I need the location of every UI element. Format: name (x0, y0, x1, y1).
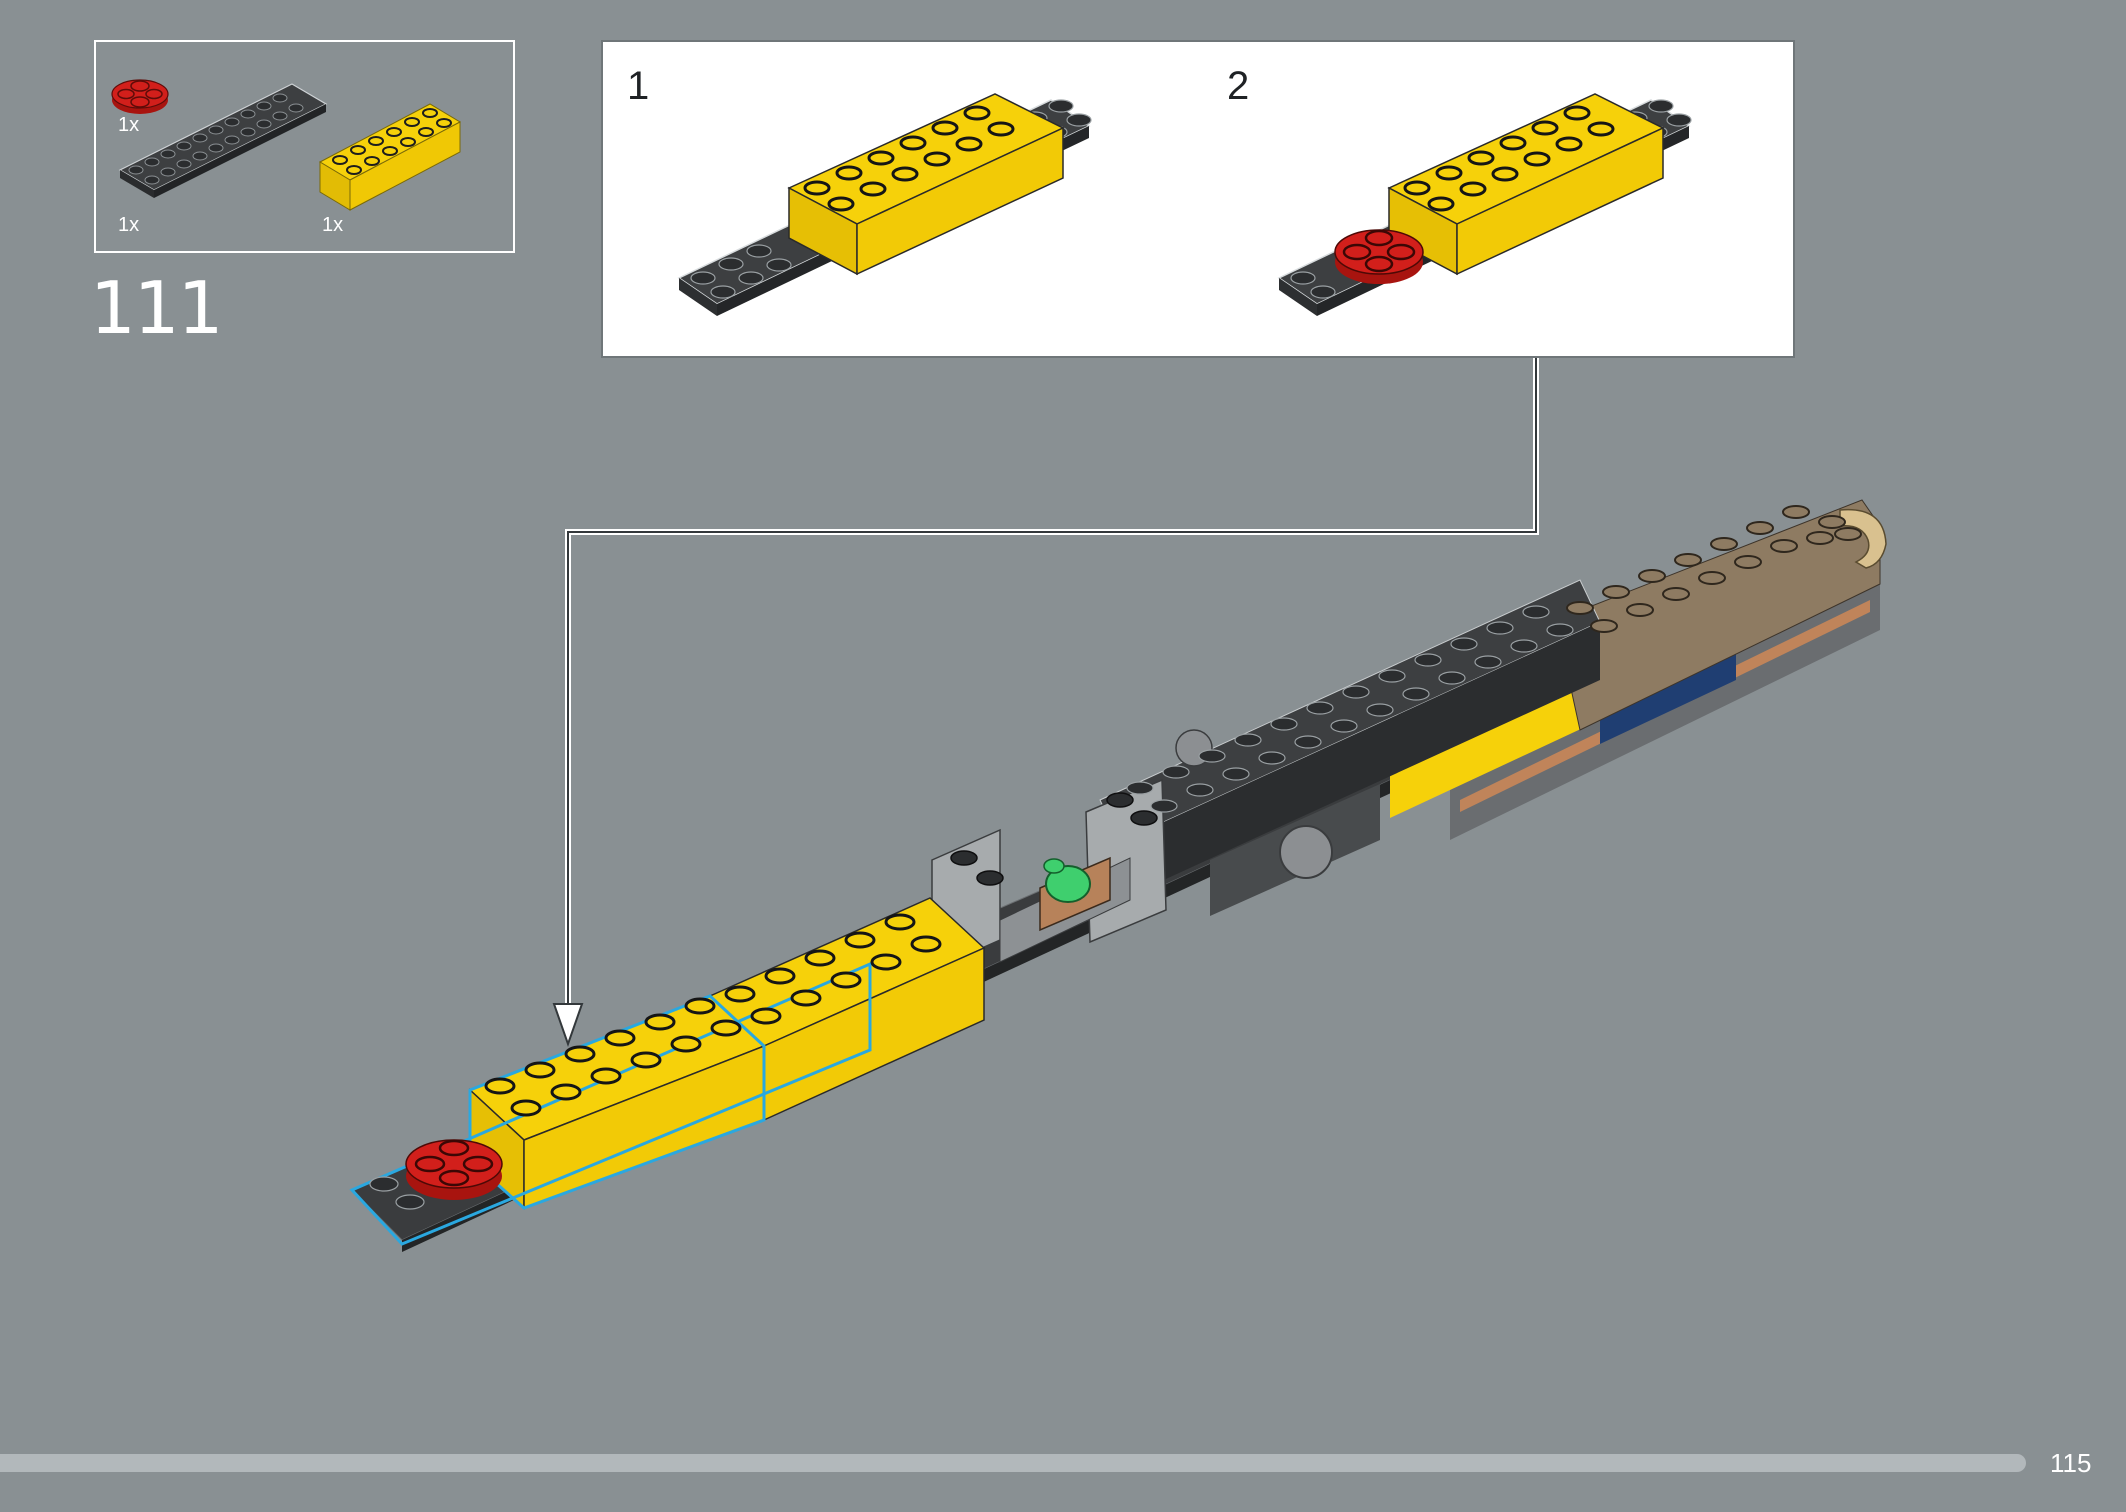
main-model-red-round-plate (405, 1139, 503, 1200)
substep-callout: 1 2 (601, 40, 1795, 358)
page-number: 115 (2050, 1448, 2092, 1478)
main-model-bracket-area (931, 729, 1333, 972)
part-qty-yellow-brick: 1x (322, 214, 344, 236)
substep-2-assembly (1277, 93, 1692, 316)
part-dark-grey-plate (118, 83, 328, 198)
main-model-front-yellow-bricks (349, 897, 986, 1246)
main-model-dark-studs (1126, 605, 1574, 813)
part-red-round-plate (111, 79, 169, 114)
part-qty-grey-plate: 1x (118, 214, 140, 236)
parts-graphic (111, 79, 462, 211)
page-progress-bar (0, 1454, 2026, 1472)
substep-graphics (677, 93, 1692, 316)
substep-2-label: 2 (1227, 64, 1250, 108)
callout-connector-line (565, 358, 1539, 1012)
main-model-tan-studs (1566, 505, 1862, 633)
part-yellow-brick (318, 103, 462, 211)
substep-1-label: 1 (627, 64, 650, 108)
main-model-front-base-studs (369, 1176, 425, 1210)
callout-arrowhead (552, 1003, 584, 1048)
part-qty-red-plate: 1x (118, 114, 140, 136)
parts-callout: 1x 1x 1x (94, 40, 515, 253)
substep-1-assembly (677, 93, 1092, 316)
step-number: 111 (90, 266, 223, 350)
